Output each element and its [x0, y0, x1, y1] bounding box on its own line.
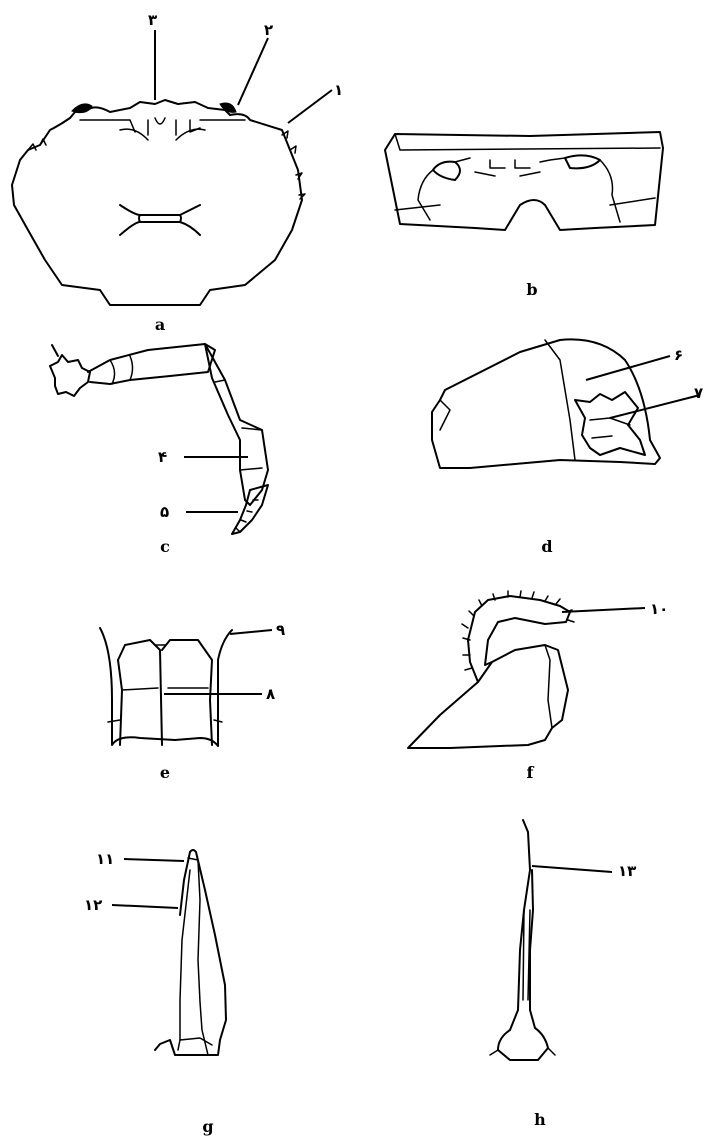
- panel-f-appendage: ۱۰ f: [408, 591, 668, 782]
- panel-b-letter: b: [526, 280, 537, 299]
- label-7: ۷: [694, 384, 703, 402]
- label-11: ۱۱: [96, 850, 114, 868]
- panel-b-front-view: b: [385, 132, 663, 299]
- label-5: ۵: [160, 503, 169, 521]
- panel-h-letter: h: [534, 1110, 546, 1129]
- label-8: ۸: [266, 685, 275, 703]
- panel-f-letter: f: [527, 763, 535, 782]
- label-1: ۱: [334, 81, 343, 99]
- panel-d-letter: d: [541, 537, 552, 556]
- label-12: ۱۲: [84, 896, 102, 914]
- label-10: ۱۰: [650, 600, 668, 618]
- panel-c-letter: c: [160, 537, 170, 556]
- panel-e-maxillipeds: ۹ ۸ e: [100, 621, 285, 782]
- label-4: ۴: [158, 448, 167, 466]
- label-2: ۲: [264, 21, 273, 39]
- panel-g-gonopod: ۱۱ ۱۲ g: [84, 850, 226, 1136]
- label-13: ۱۳: [618, 862, 636, 880]
- label-6: ۶: [674, 346, 683, 364]
- panel-a-carapace: ۳ ۲ ۱ a: [12, 11, 343, 334]
- panel-g-letter: g: [202, 1117, 213, 1136]
- panel-c-leg: ۴ ۵ c: [50, 344, 268, 556]
- label-3: ۳: [148, 11, 157, 29]
- panel-e-letter: e: [160, 763, 170, 782]
- panel-a-letter: a: [155, 315, 165, 334]
- panel-h-gonopod: ۱۳ h: [490, 820, 636, 1129]
- label-9: ۹: [276, 621, 285, 639]
- panel-d-claw: ۶ ۷ d: [432, 339, 703, 556]
